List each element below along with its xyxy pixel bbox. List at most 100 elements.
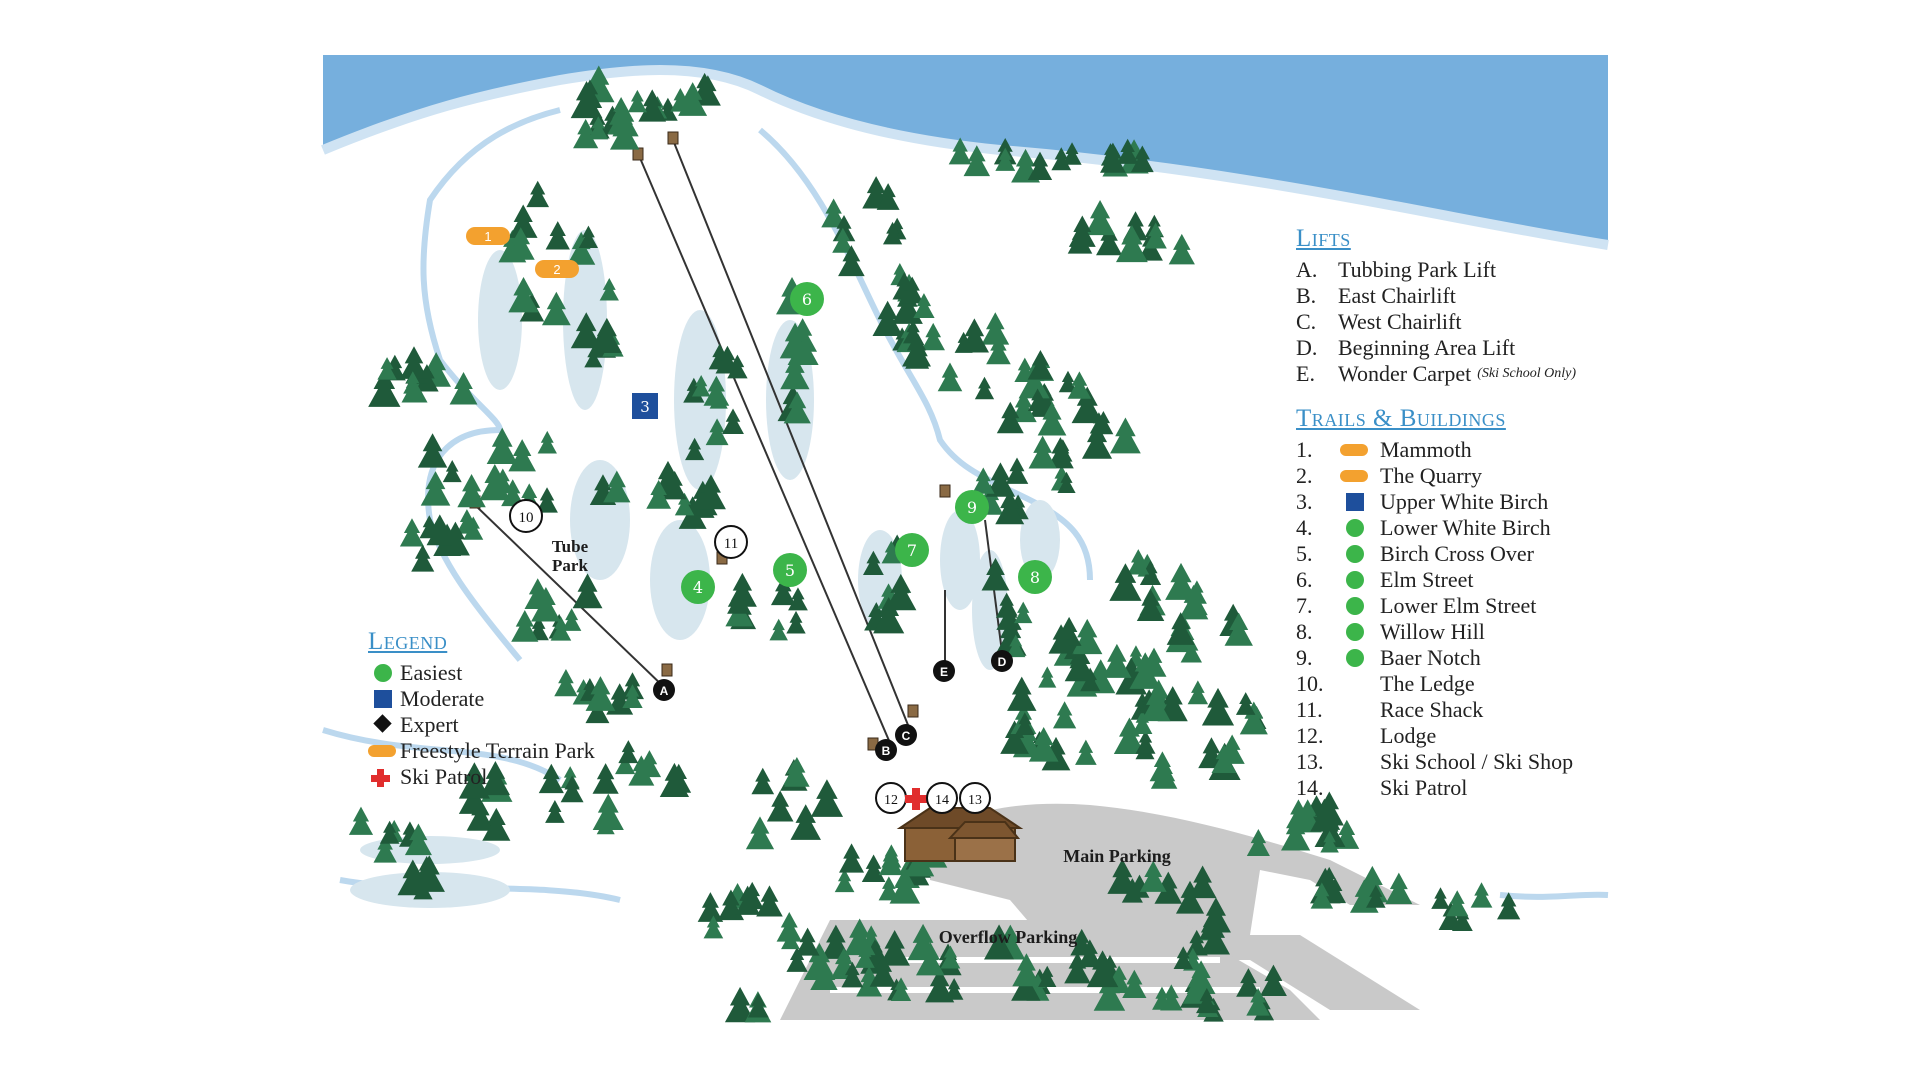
trail-item-id: 13. [1296,749,1324,774]
trail-item-id: 8. [1296,619,1313,644]
tree-icon [1141,686,1171,722]
symbol-spacer [1340,778,1380,798]
tree-icon [1075,739,1097,765]
trail-item-id: 2. [1296,463,1313,488]
tree-icon [554,668,578,697]
trail-item-label: The Quarry [1380,463,1483,488]
legend-item-label: Ski Patrol [400,764,488,789]
legend-item-label: Moderate [400,686,485,711]
tree-icon [795,927,820,956]
building-14-marker [926,782,958,814]
tree-icon [1130,145,1154,173]
black-diamond-icon [368,714,400,735]
tree-icon [1096,224,1123,256]
trail-5-number: 5 [785,561,795,580]
tree-icon [1066,656,1086,679]
legend-item: Ski Patrol [368,764,595,790]
tree-icon [954,331,973,353]
tree-icon [404,823,432,856]
trail-item-id: 5. [1296,541,1313,566]
lift-item-label: Wonder Carpet [1338,361,1472,386]
tree-icon [1127,549,1150,575]
tree-icon [937,362,963,392]
tree-icon [348,806,374,835]
trail-item-label: Upper White Birch [1380,489,1549,514]
tree-icon [506,227,535,260]
legend-title: Legend [368,628,448,655]
lift-item-note: (Ski School Only) [1477,366,1576,381]
tree-icon [691,375,711,397]
symbol-spacer [1340,752,1380,772]
lift-item-label: Beginning Area Lift [1338,335,1516,360]
trail-item-label: Baer Notch [1380,645,1481,670]
trail-3-number: 3 [640,398,650,416]
tree-icon [1052,701,1077,729]
tree-icon [781,927,800,950]
tree-icon [1053,439,1073,462]
tree-icon [442,460,462,483]
blue-square-icon [1340,492,1380,512]
tree-icon [1110,417,1141,454]
lift-item-id: D. [1296,335,1318,360]
tree-icon [985,462,1016,497]
trail-item-label: Lodge [1380,723,1437,748]
tree-icon [685,437,705,461]
tree-icon [618,740,639,764]
trail-item-id: 3. [1296,489,1313,514]
trail-item: 8.Willow Hill [1296,619,1573,645]
tree-icon [995,147,1016,171]
tree-icon [1012,953,1041,987]
lift-item-id: B. [1296,283,1317,308]
trail-item: 2. The Quarry [1296,463,1573,489]
tree-icon [1196,988,1218,1014]
tree-icon [1185,929,1208,956]
building-11-marker [714,525,748,559]
tree-icon [1086,950,1119,988]
sky-area [323,55,1608,245]
tree-icon [622,684,643,708]
trail-item-id: 12. [1296,723,1324,748]
lift-item: B.East Chairlift [1296,283,1576,309]
tree-icon [810,779,844,817]
tree-icon [873,596,905,634]
tube-park-label-line2: Park [552,556,588,575]
tree-icon [995,490,1025,525]
trail-9-marker [955,490,989,524]
tree-icon [783,391,811,424]
tree-icon [900,276,924,304]
tree-icon [526,180,550,208]
tree-icon [1005,457,1029,484]
trail-6-number: 6 [802,290,812,309]
tree-icon [1129,652,1161,689]
tree-icon [486,427,518,464]
tree-icon [735,885,761,915]
legend-item-label: Easiest [400,660,463,685]
tree-icon [1116,138,1139,164]
tree-icon [1200,919,1231,955]
tree-icon [511,610,539,642]
green-circle-icon [1340,570,1380,590]
tree-icon [832,227,854,253]
tree-icon [727,586,751,614]
tree-icon [403,371,423,394]
tree-icon [696,474,726,510]
tree-icon [780,354,810,390]
tree-icon [440,521,470,556]
tree-icon [577,79,603,109]
building-12-number: 12 [884,793,898,808]
green-circle-icon [1340,648,1380,668]
tree-icon [567,231,596,265]
tree-icon [1071,386,1103,424]
tree-icon [1072,618,1103,655]
tree-icon [1028,726,1059,762]
tree-icon [1028,435,1057,469]
tree-icon [984,924,1015,960]
tree-icon [881,540,902,564]
tree-icon [843,918,876,956]
tree-icon [449,371,478,405]
tree-icon [373,835,397,863]
trail-item: 10.The Ledge [1296,671,1573,697]
tree-icon [1121,878,1143,903]
green-circle-icon [368,663,400,683]
tree-icon [561,608,582,631]
